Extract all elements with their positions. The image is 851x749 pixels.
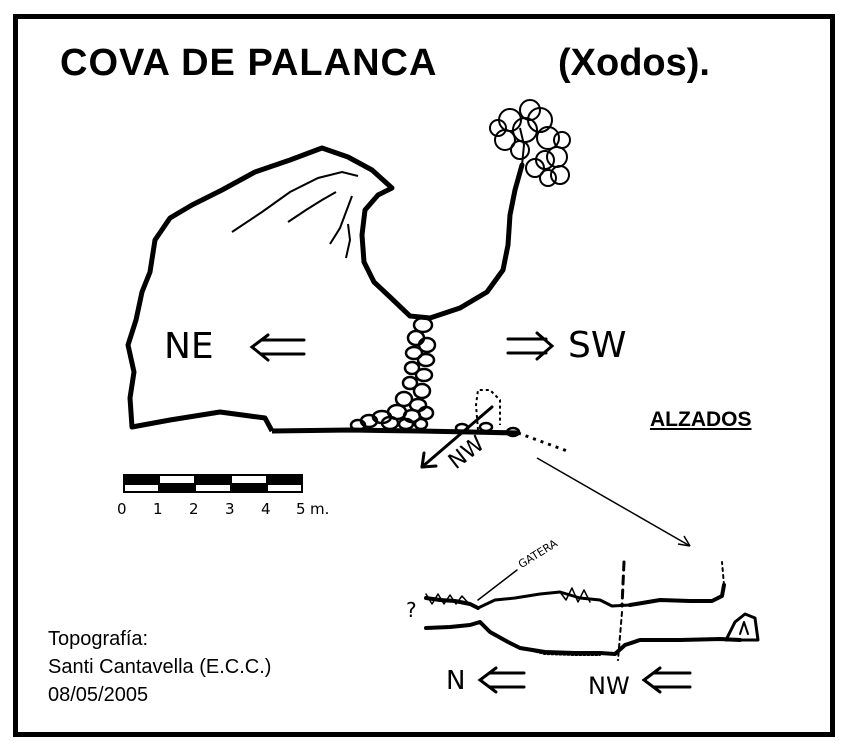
scale-tick: 2 <box>189 500 199 518</box>
map-frame <box>13 14 835 737</box>
scale-tick: 3 <box>225 500 235 518</box>
scale-tick: 4 <box>261 500 271 518</box>
scale-unit: m. <box>310 500 330 518</box>
unknown-continuation-mark: ? <box>406 598 417 622</box>
wall-crack <box>345 223 352 259</box>
scale-tick: 5 <box>296 500 306 518</box>
elevation-section <box>424 560 760 661</box>
floor-dotted-extension <box>517 431 571 454</box>
credit-date: 08/05/2005 <box>48 684 149 706</box>
cave-outline-lower <box>131 409 275 433</box>
direction-label-nw: NW <box>588 672 630 700</box>
map-title: COVA DE PALANCA <box>60 42 438 84</box>
boulder-column <box>349 316 521 438</box>
credit-heading: Topografía: <box>48 628 149 650</box>
direction-label-sw: SW <box>568 325 627 366</box>
arrow-left-icon <box>641 666 692 694</box>
section-arrow-icon <box>420 405 494 469</box>
arrow-left-icon <box>249 333 306 362</box>
wall-crack <box>329 195 353 245</box>
wall-crack <box>287 191 337 223</box>
wall-crack <box>231 170 359 233</box>
plan-dotted-passage <box>474 389 501 431</box>
tree-icon <box>489 99 571 187</box>
scale-tick: 0 <box>117 500 127 518</box>
cave-outline <box>125 145 525 430</box>
arrow-left-icon <box>477 666 526 694</box>
section-heading: ALZADOS <box>650 408 752 431</box>
map-subtitle: (Xodos). <box>558 42 710 84</box>
scale-tick: 1 <box>153 500 163 518</box>
arrow-right-icon <box>506 331 555 361</box>
direction-label-ne: NE <box>164 326 214 367</box>
direction-label-n: N <box>446 666 466 696</box>
floor-line <box>271 427 519 436</box>
scale-bar <box>123 474 303 493</box>
pointer-arrow <box>536 457 691 547</box>
credit-author: Santi Cantavella (E.C.C.) <box>48 656 272 678</box>
